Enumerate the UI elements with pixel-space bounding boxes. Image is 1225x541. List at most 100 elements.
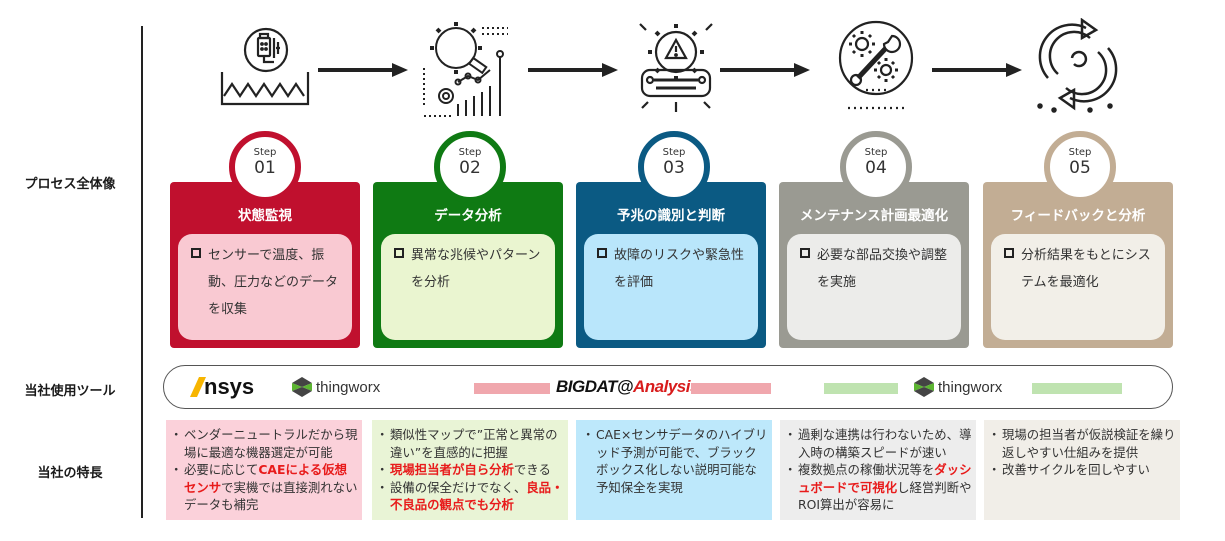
wrench-gears-icon <box>828 18 924 118</box>
step-badge-03: Step 03 <box>638 131 710 203</box>
arrow-right-icon <box>720 62 810 77</box>
pink-range-bar <box>691 383 771 394</box>
checkbox-icon <box>1004 248 1014 258</box>
step-number: 05 <box>1069 158 1091 178</box>
step-label: Step <box>253 147 277 158</box>
step-number: 01 <box>254 158 276 178</box>
green-range-bar <box>824 383 898 394</box>
feature-item: 複数拠点の稼働状況等をダッシュボードで可視化し経営判断やROI算出が容易に <box>784 461 972 514</box>
feature-text: 必要に応じて <box>184 462 259 477</box>
step-number: 03 <box>663 158 685 178</box>
step-label: Step <box>864 147 888 158</box>
feature-text: 現場の担当者が仮説検証を繰り返しやすい仕組みを提供 <box>1002 427 1176 460</box>
step-body: 故障のリスクや緊急性を評価 <box>584 234 758 340</box>
step-label: Step <box>458 147 482 158</box>
feature-text: 類似性マップで”正常と異常の違い”を直感的に把握 <box>390 427 558 460</box>
feature-box-02: 類似性マップで”正常と異常の違い”を直感的に把握現場担当者が自ら分析できる設備の… <box>372 420 568 520</box>
arrow-right-icon <box>318 62 408 77</box>
feature-box-01: ベンダーニュートラルだから現場に最適な機器選定が可能必要に応じてCAEによる仮想… <box>166 420 362 520</box>
checkbox-icon <box>394 248 404 258</box>
row-label-process: プロセス全体像 <box>24 177 116 192</box>
row-label-tools: 当社使用ツール <box>24 384 116 399</box>
bigdat-analysis-logo: BIGDAT@Analysis <box>556 372 699 402</box>
feature-text: し経営判断やROI算出が容易に <box>798 479 972 513</box>
pink-range-bar <box>474 383 550 394</box>
sensor-monitoring-icon <box>218 18 314 118</box>
feature-item: 現場の担当者が仮説検証を繰り返しやすい仕組みを提供 <box>988 426 1176 461</box>
checkbox-icon <box>800 248 810 258</box>
step-description: 分析結果をもとにシステムを最適化 <box>1021 248 1151 290</box>
step-body: 必要な部品交換や調整を実施 <box>787 234 961 340</box>
thingworx-mark-icon <box>914 377 934 397</box>
step-description: 必要な部品交換や調整を実施 <box>817 248 948 290</box>
feature-box-04: 過剰な連携は行わないため、導入時の構築スピードが速い複数拠点の稼働状況等をダッシ… <box>780 420 976 520</box>
step-badge-01: Step 01 <box>229 131 301 203</box>
tools-band: nsys thingworx BIGDAT@Analysis thingworx <box>163 365 1173 409</box>
feature-item: 現場担当者が自ら分析できる <box>376 461 564 479</box>
step-label: Step <box>662 147 686 158</box>
feature-text: ベンダーニュートラルだから現場に最適な機器選定が可能 <box>184 427 358 460</box>
step-label: Step <box>1068 147 1092 158</box>
step-title: 状態監視 <box>238 208 292 224</box>
step-description: 異常な兆候やパターンを分析 <box>411 248 541 290</box>
warning-gear-icon <box>628 18 724 118</box>
thingworx-text: thingworx <box>316 378 381 396</box>
data-analysis-icon <box>420 18 516 118</box>
step-card-04: メンテナンス計画最適化 必要な部品交換や調整を実施 <box>779 182 969 348</box>
arrow-right-icon <box>932 62 1022 77</box>
step-badge-02: Step 02 <box>434 131 506 203</box>
step-card-03: 予兆の識別と判断 故障のリスクや緊急性を評価 <box>576 182 766 348</box>
step-title: 予兆の識別と判断 <box>617 208 725 224</box>
highlight-text: CAEによる仮想センサ <box>184 462 348 495</box>
thingworx-text: thingworx <box>938 378 1003 396</box>
step-card-02: データ分析 異常な兆候やパターンを分析 <box>373 182 563 348</box>
step-title: フィードバックと分析 <box>1010 208 1146 224</box>
step-title: データ分析 <box>434 208 502 224</box>
feature-box-03: CAE×センサデータのハイブリッド予測が可能で、ブラックボックス化しない説明可能… <box>576 420 772 520</box>
feature-box-05: 現場の担当者が仮説検証を繰り返しやすい仕組みを提供改善サイクルを回しやすい <box>984 420 1180 520</box>
step-body: 分析結果をもとにシステムを最適化 <box>991 234 1165 340</box>
feature-text: 改善サイクルを回しやすい <box>1002 462 1150 477</box>
refresh-cycle-icon <box>1030 17 1126 118</box>
step-badge-04: Step 04 <box>840 131 912 203</box>
feature-text: で実機では直接測れないデータも補完 <box>184 479 358 513</box>
step-badge-05: Step 05 <box>1044 131 1116 203</box>
feature-item: 設備の保全だけでなく、良品・不良品の観点でも分析 <box>376 479 564 514</box>
ansys-mark-icon <box>190 377 206 397</box>
green-range-bar <box>1032 383 1122 394</box>
thingworx-logo-1: thingworx <box>292 372 380 402</box>
feature-item: 過剰な連携は行わないため、導入時の構築スピードが速い <box>784 426 972 461</box>
feature-item: ベンダーニュートラルだから現場に最適な機器選定が可能 <box>170 426 358 461</box>
ansys-text: nsys <box>204 374 255 399</box>
step-body: センサーで温度、振動、圧力などのデータを収集 <box>178 234 352 340</box>
checkbox-icon <box>597 248 607 258</box>
step-description: 故障のリスクや緊急性を評価 <box>614 248 745 290</box>
step-description: センサーで温度、振動、圧力などのデータを収集 <box>208 248 339 317</box>
feature-item: 必要に応じてCAEによる仮想センサで実機では直接測れないデータも補完 <box>170 461 358 514</box>
feature-item: 類似性マップで”正常と異常の違い”を直感的に把握 <box>376 426 564 461</box>
thingworx-mark-icon <box>292 377 312 397</box>
step-number: 02 <box>459 158 481 178</box>
feature-text: 設備の保全だけでなく、 <box>390 479 527 495</box>
feature-text: 過剰な連携は行わないため、導入時の構築スピードが速い <box>798 427 972 460</box>
step-title: メンテナンス計画最適化 <box>799 208 949 224</box>
highlight-text: 良品・不良品の観点でも分析 <box>390 479 564 513</box>
feature-text: CAE×センサデータのハイブリッド予測が可能で、ブラックボックス化しない説明可能… <box>596 427 768 495</box>
feature-item: 改善サイクルを回しやすい <box>988 461 1176 479</box>
thingworx-logo-2: thingworx <box>914 372 1002 402</box>
highlight-text: ダッシュボードで可視化 <box>798 462 972 495</box>
checkbox-icon <box>191 248 201 258</box>
feature-text: 複数拠点の稼働状況等を <box>798 462 935 477</box>
highlight-text: 現場担当者が自ら分析 <box>390 462 514 477</box>
row-label-features: 当社の特長 <box>37 466 103 481</box>
step-number: 04 <box>865 158 887 178</box>
analysis-text: Analysis <box>632 377 699 396</box>
ansys-logo: nsys <box>190 372 254 402</box>
step-card-05: フィードバックと分析 分析結果をもとにシステムを最適化 <box>983 182 1173 348</box>
step-card-01: 状態監視 センサーで温度、振動、圧力などのデータを収集 <box>170 182 360 348</box>
arrow-right-icon <box>528 62 618 77</box>
bigdat-text: BIGDAT@ <box>556 377 633 396</box>
feature-item: CAE×センサデータのハイブリッド予測が可能で、ブラックボックス化しない説明可能… <box>582 426 768 496</box>
step-body: 異常な兆候やパターンを分析 <box>381 234 555 340</box>
divider-line <box>141 26 143 518</box>
